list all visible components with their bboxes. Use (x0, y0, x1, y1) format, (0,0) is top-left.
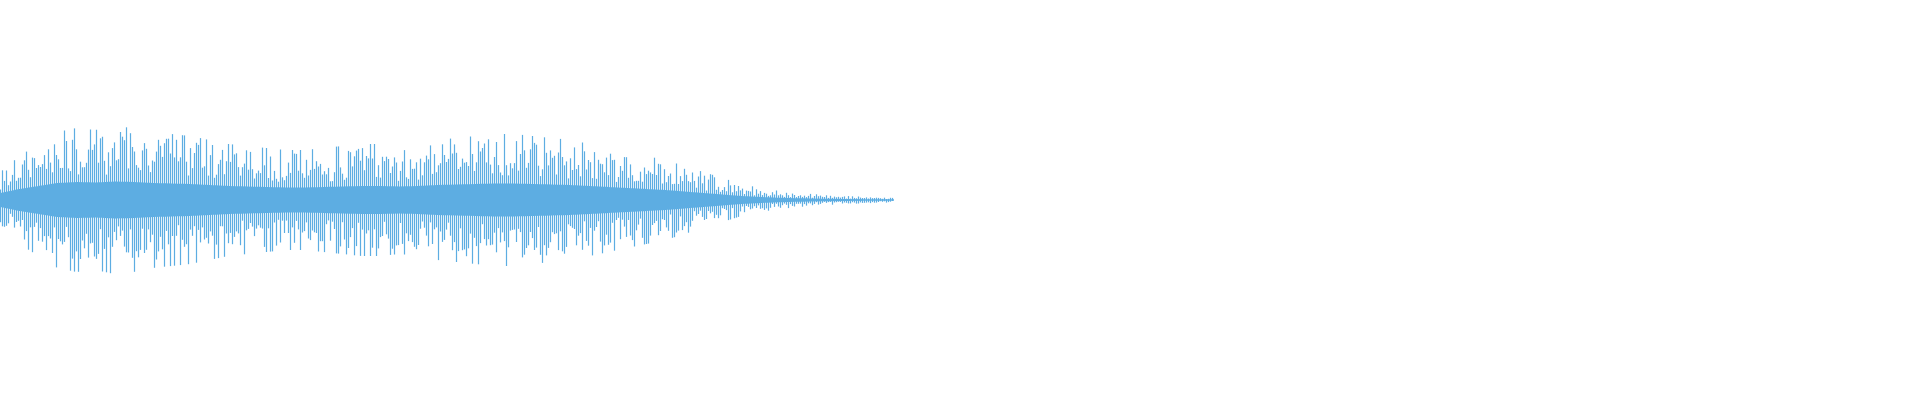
waveform-bars (0, 127, 894, 274)
